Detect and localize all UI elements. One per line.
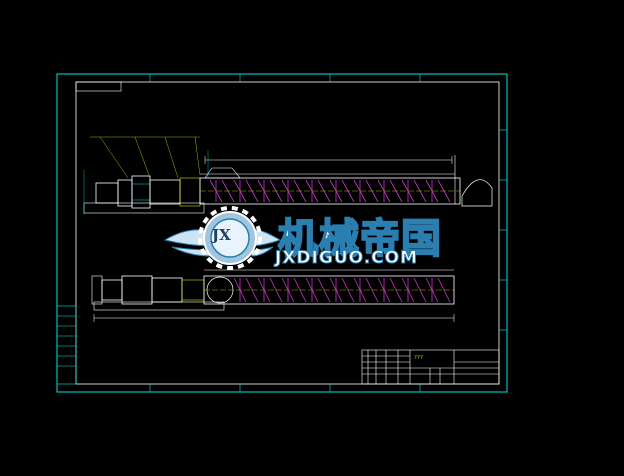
zone-ticks-right	[499, 129, 507, 331]
drawing-number-box	[75, 81, 122, 92]
title-block-title: ???	[414, 355, 424, 361]
watermark-title-en: JXDIGUO.COM	[274, 248, 419, 269]
watermark-logo	[163, 206, 282, 270]
revision-strip	[56, 305, 77, 385]
lower-view	[91, 269, 455, 322]
sheet-outer-border	[56, 73, 508, 393]
watermark-title-cn: 机械帝国	[277, 215, 442, 263]
watermark-logo-letters: JX	[212, 226, 231, 244]
zone-ticks-top	[149, 74, 421, 82]
motor-body	[95, 182, 119, 204]
sheet-inner-frame	[75, 81, 500, 385]
zone-ticks-bottom	[149, 384, 421, 392]
upper-view	[83, 136, 493, 215]
title-block	[361, 349, 500, 385]
